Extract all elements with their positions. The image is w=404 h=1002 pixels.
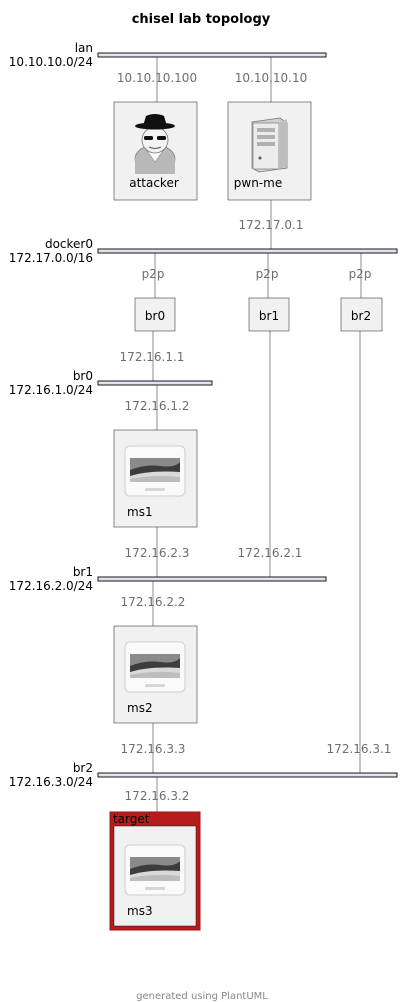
network-name: docker0 [45,237,93,251]
network-name: br1 [73,565,93,579]
node-label: pwn-me [234,176,282,190]
node-pwnme: pwn-me [227,101,312,201]
node-label: br2 [351,309,371,323]
node-br2: br2 [340,297,383,332]
node-label: ms2 [127,701,153,715]
network-name: lan [75,41,93,55]
network-docker0: docker0 172.17.0.0/16 [9,237,398,265]
hacker-icon [134,114,176,174]
address-label: 172.17.0.1 [239,218,304,232]
node-br1: br1 [248,297,290,332]
address-label: 172.16.1.2 [125,399,190,413]
address-label: p2p [349,267,372,281]
network-bus [97,772,398,778]
address-label: 172.16.1.1 [120,350,185,364]
network-cidr: 172.16.2.0/24 [9,579,93,593]
network-br2: br2 172.16.3.0/24 [9,761,398,789]
network-cidr: 172.16.3.0/24 [9,775,93,789]
network-bus [97,52,327,58]
address-label: 10.10.10.10 [235,71,308,85]
address-label: p2p [256,267,279,281]
address-label: 172.16.3.3 [121,742,186,756]
vm-screen-icon [124,641,186,693]
node-label: br0 [145,309,165,323]
group-label: target [113,812,150,826]
address-label: 172.16.3.2 [125,789,190,803]
network-bus [97,380,213,386]
network-cidr: 172.16.1.0/24 [9,383,93,397]
vm-screen-icon [124,445,186,497]
node-label: br1 [259,309,279,323]
footer-note: generated using PlantUML [136,991,268,1002]
node-ms2: ms2 [113,625,198,724]
node-box [134,297,176,332]
network-br0: br0 172.16.1.0/24 [9,369,213,397]
node-attacker: attacker [113,101,198,201]
node-ms1: ms1 [113,429,198,528]
network-name: br2 [73,761,93,775]
network-br1: br1 172.16.2.0/24 [9,565,327,593]
node-box [340,297,383,332]
node-label: ms1 [127,505,153,519]
address-label: 172.16.3.1 [327,742,392,756]
address-label: 172.16.2.1 [238,546,303,560]
server-icon [251,117,288,173]
vm-screen-icon [124,844,186,896]
group-target: target ms3 [109,811,201,931]
network-bus [97,576,327,582]
network-name: br0 [73,369,93,383]
network-bus [97,248,398,254]
address-label: 10.10.10.100 [117,71,197,85]
address-label: 172.16.2.2 [121,595,186,609]
address-label: 172.16.2.3 [125,546,190,560]
network-cidr: 172.17.0.0/16 [9,251,93,265]
network-cidr: 10.10.10.0/24 [9,55,93,69]
diagram-title: chisel lab topology [132,12,271,27]
node-label: attacker [129,176,179,190]
node-box [248,297,290,332]
address-label: p2p [142,267,165,281]
node-br0: br0 [134,297,176,332]
network-lan: lan 10.10.10.0/24 [9,41,327,69]
node-label: ms3 [127,904,153,918]
node-ms3: ms3 [113,825,197,927]
